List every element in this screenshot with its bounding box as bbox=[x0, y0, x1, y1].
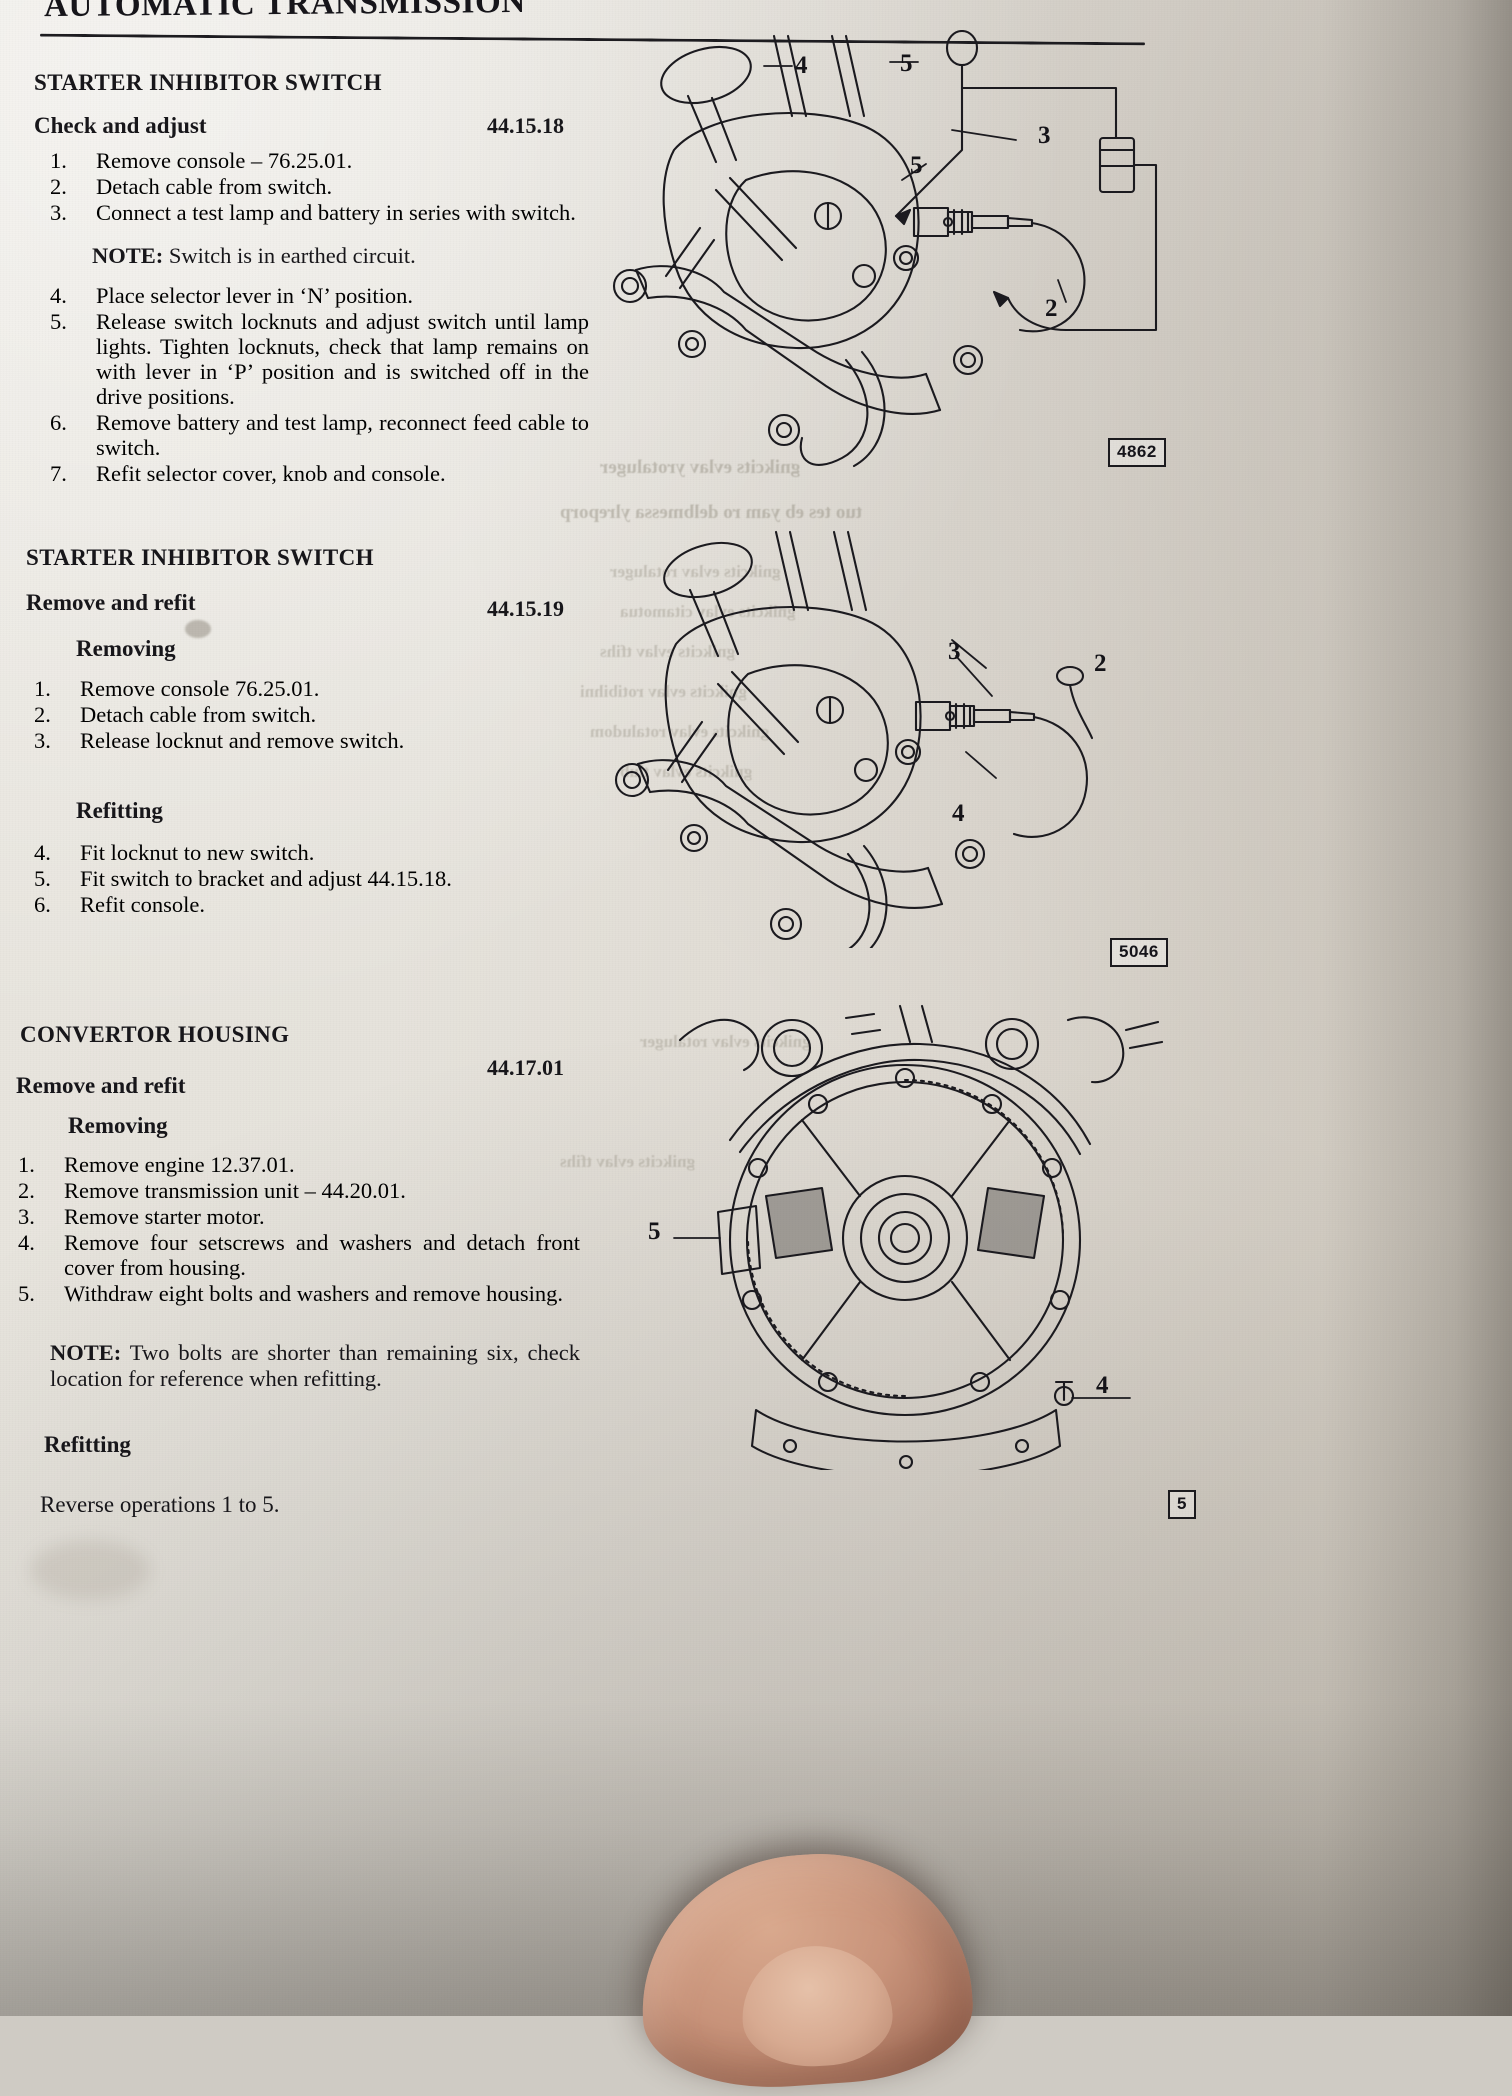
step-number: 7. bbox=[50, 461, 67, 486]
step-number: 5. bbox=[34, 866, 51, 891]
figure-callout: 2 bbox=[1094, 650, 1107, 677]
step-text: Place selector lever in ‘N’ position. bbox=[96, 283, 413, 308]
step-number: 5. bbox=[18, 1281, 35, 1306]
list-item: 3. Remove starter motor. bbox=[12, 1204, 580, 1229]
figure-number-box: 5 bbox=[1168, 1490, 1196, 1519]
steps-list-3: 1. Remove engine 12.37.01. 2. Remove trans… bbox=[12, 1152, 580, 1307]
figure-callout: 5 bbox=[910, 152, 923, 179]
list-item: 7. Refit selector cover, knob and console… bbox=[44, 461, 589, 486]
step-text: Refit console. bbox=[80, 892, 205, 917]
running-head: AUTOMATIC TRANSMISSION bbox=[43, 0, 526, 25]
step-number: 6. bbox=[34, 892, 51, 917]
step-number: 3. bbox=[18, 1204, 35, 1229]
step-text: Remove starter motor. bbox=[64, 1204, 265, 1229]
step-text: Remove console – 76.25.01. bbox=[96, 148, 353, 173]
list-item: 5. Release switch locknuts and adjust swi… bbox=[44, 309, 589, 409]
step-text: Detach cable from switch. bbox=[96, 174, 333, 199]
list-item: 3. Release locknut and remove switch. bbox=[28, 728, 568, 753]
list-item: 1. Remove console – 76.25.01. bbox=[44, 148, 584, 173]
step-text: Release locknut and remove switch. bbox=[80, 728, 405, 753]
section-title-3: CONVERTOR HOUSING bbox=[20, 1022, 290, 1047]
figure-starter-inhibitor-remove bbox=[600, 528, 1160, 948]
bleed-through-text: tuo tes eb yam ro delbmessa ylreporp bbox=[560, 502, 863, 523]
list-item: 2. Remove transmission unit – 44.20.01. bbox=[12, 1178, 580, 1203]
step-number: 1. bbox=[34, 676, 51, 701]
list-item: 1. Remove console 76.25.01. bbox=[28, 676, 568, 701]
steps-list-1b: 4.Place selector lever in ‘N’ position. … bbox=[44, 283, 589, 487]
refitting-label-3: Refitting bbox=[44, 1432, 131, 1457]
section-operation-3: Remove and refit bbox=[16, 1073, 186, 1098]
removing-label-3: Removing bbox=[68, 1113, 168, 1138]
figure-callout: 2 bbox=[1045, 295, 1058, 322]
step-text: Refit selector cover, knob and console. bbox=[96, 461, 446, 486]
section-title-2: STARTER INHIBITOR SWITCH bbox=[26, 545, 374, 570]
step-text: Remove console 76.25.01. bbox=[80, 676, 320, 701]
step-text: Detach cable from switch. bbox=[80, 702, 317, 727]
refitting-label-2: Refitting bbox=[76, 798, 163, 823]
step-number: 2. bbox=[50, 174, 67, 199]
figure-convertor-housing bbox=[660, 1000, 1180, 1470]
step-text: Withdraw eight bolts and washers and rem… bbox=[64, 1281, 563, 1306]
step-text: Fit switch to bracket and adjust 44.15.1… bbox=[80, 866, 452, 891]
step-number: 3. bbox=[34, 728, 51, 753]
refitting-text-3: Reverse operations 1 to 5. bbox=[40, 1492, 280, 1517]
step-number: 1. bbox=[50, 148, 67, 173]
section-operation-1: Check and adjust bbox=[34, 113, 207, 138]
figure-number-box: 4862 bbox=[1108, 438, 1166, 467]
figure-callout: 3 bbox=[1038, 122, 1051, 149]
section-operation-2: Remove and refit bbox=[26, 590, 196, 615]
list-item: 6. Remove battery and test lamp, reconnec… bbox=[44, 410, 589, 460]
step-text: Remove battery and test lamp, reconnect … bbox=[96, 410, 589, 460]
step-text: Remove four setscrews and washers and de… bbox=[64, 1230, 580, 1280]
section-reference-3: 44.17.01 bbox=[487, 1055, 564, 1080]
list-item: 3. Connect a test lamp and battery in ser… bbox=[44, 200, 584, 225]
step-number: 6. bbox=[50, 410, 67, 435]
note-label: NOTE: bbox=[92, 243, 164, 268]
figure-callout: 5 bbox=[648, 1218, 661, 1245]
step-number: 2. bbox=[34, 702, 51, 727]
list-item: 4. Remove four setscrews and washers and … bbox=[12, 1230, 580, 1280]
list-item: 6. Refit console. bbox=[28, 892, 568, 917]
note-text: Two bolts are shorter than remaining six… bbox=[50, 1340, 580, 1391]
figure-callout: 4 bbox=[795, 52, 808, 79]
step-text: Release switch locknuts and adjust switc… bbox=[96, 309, 589, 409]
steps-list-1: 1. Remove console – 76.25.01. 2. Detach ca… bbox=[44, 148, 584, 226]
steps-list-2b: 4. Fit locknut to new switch. 5. Fit switc… bbox=[28, 840, 568, 918]
list-item: 4. Place selector lever in ‘N’ position. bbox=[44, 283, 589, 308]
removing-label-2: Removing bbox=[76, 636, 176, 661]
figure-callout: 4 bbox=[1096, 1372, 1109, 1399]
list-item: 1. Remove engine 12.37.01. bbox=[12, 1152, 580, 1177]
section-title-1: STARTER INHIBITOR SWITCH bbox=[34, 70, 382, 95]
figure-number-box: 5046 bbox=[1110, 938, 1168, 967]
list-item: 4. Fit locknut to new switch. bbox=[28, 840, 568, 865]
step-text: Connect a test lamp and battery in serie… bbox=[96, 200, 576, 225]
figure-callout: 4 bbox=[952, 800, 965, 827]
step-number: 5. bbox=[50, 309, 67, 334]
step-number: 3. bbox=[50, 200, 67, 225]
steps-list-2: 1. Remove console 76.25.01. 2. Detach cabl… bbox=[28, 676, 568, 754]
note-label: NOTE: bbox=[50, 1340, 122, 1365]
figure-callout: 5 bbox=[900, 50, 913, 77]
step-number: 4. bbox=[18, 1230, 35, 1255]
step-text: Fit locknut to new switch. bbox=[80, 840, 315, 865]
note-3: NOTE: Two bolts are shorter than remaini… bbox=[50, 1340, 580, 1392]
section-reference-1: 44.15.18 bbox=[487, 113, 564, 138]
step-number: 2. bbox=[18, 1178, 35, 1203]
list-item: 2. Detach cable from switch. bbox=[44, 174, 584, 199]
section-reference-2: 44.15.19 bbox=[487, 596, 564, 621]
note-text: Switch is in earthed circuit. bbox=[163, 243, 416, 268]
step-text: Remove engine 12.37.01. bbox=[64, 1152, 295, 1177]
list-item: 2. Detach cable from switch. bbox=[28, 702, 568, 727]
step-number: 1. bbox=[18, 1152, 35, 1177]
note-1: NOTE: Switch is in earthed circuit. bbox=[92, 243, 592, 269]
step-number: 4. bbox=[34, 840, 51, 865]
step-number: 4. bbox=[50, 283, 67, 308]
list-item: 5. Fit switch to bracket and adjust 44.15… bbox=[28, 866, 568, 891]
figure-callout: 3 bbox=[948, 638, 961, 665]
step-text: Remove transmission unit – 44.20.01. bbox=[64, 1178, 406, 1203]
figure-starter-inhibitor-check bbox=[596, 30, 1176, 480]
list-item: 5. Withdraw eight bolts and washers and r… bbox=[12, 1281, 580, 1306]
